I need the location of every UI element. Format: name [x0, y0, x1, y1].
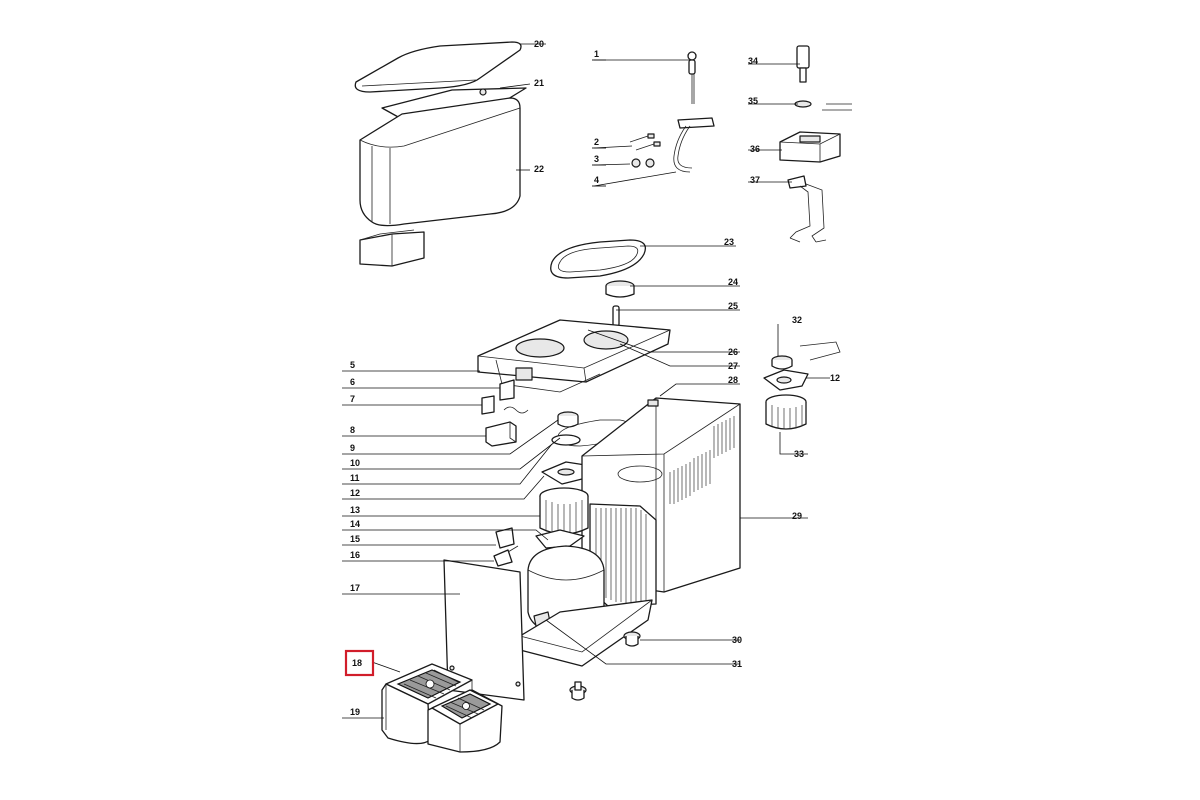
label-part-16: 16: [350, 550, 360, 560]
label-part-12: 12: [350, 488, 360, 498]
label-part-10: 10: [350, 458, 360, 468]
label-part-21: 21: [534, 78, 544, 88]
part-16-clip: [493, 545, 519, 567]
part-12-mount-right: [763, 369, 809, 391]
label-part-3: 3: [594, 154, 599, 164]
label-part-29: 29: [792, 511, 802, 521]
part-33-motor: [765, 394, 807, 430]
label-part-19: 19: [350, 707, 360, 717]
label-part-37: 37: [750, 175, 760, 185]
label-part-35: 35: [748, 96, 758, 106]
part-8-relay: [485, 421, 517, 447]
label-part-7: 7: [350, 394, 355, 404]
label-part-11: 11: [350, 473, 360, 483]
label-part-8: 8: [350, 425, 355, 435]
part-14-bracket: [535, 529, 585, 549]
label-part-23: 23: [724, 237, 734, 247]
part-5-base-plate: [477, 319, 671, 393]
part-23-seal: [550, 239, 647, 279]
part-30-foot: [623, 631, 641, 647]
part-20-lid: [354, 41, 522, 93]
part-9-pulley: [557, 411, 579, 428]
label-part-27: 27: [728, 361, 738, 371]
part-34-knob: [796, 45, 810, 83]
part-32-pulley: [771, 341, 841, 370]
label-part-2: 2: [594, 137, 599, 147]
part-2-screws: [629, 133, 661, 151]
label-part-32: 32: [792, 315, 802, 325]
label-part-5: 5: [350, 360, 355, 370]
label-part-17: 17: [350, 583, 360, 593]
part-24-cap: [605, 280, 635, 298]
label-part-18: 18: [352, 658, 362, 668]
part-1-rod: [687, 51, 697, 104]
label-part-22: 22: [534, 164, 544, 174]
part-36-housing: [779, 131, 841, 163]
part-15-clip: [495, 527, 515, 549]
part-3-nuts: [631, 158, 655, 168]
part-22-bowl: [359, 97, 521, 267]
part-17-panel: [443, 559, 525, 701]
part-4-tube: [673, 117, 715, 173]
label-part-34: 34: [748, 56, 758, 66]
label-part-13: 13: [350, 505, 360, 515]
tray-right: [427, 689, 503, 753]
part-35-washer: [794, 100, 852, 111]
part-labels: 1 2 3 4 5 6 7 8 9 10 11 12 13 14 15 16: [344, 39, 840, 717]
part-11-flange: [551, 434, 581, 446]
part-25-pin: [612, 305, 620, 327]
label-part-9: 9: [350, 443, 355, 453]
leader-lines: [342, 43, 830, 719]
label-part-26: 26: [728, 347, 738, 357]
label-part-33: 33: [794, 449, 804, 459]
label-part-14: 14: [350, 519, 360, 529]
label-part-36: 36: [750, 144, 760, 154]
label-part-30: 30: [732, 635, 742, 645]
part-13-motor: [539, 487, 589, 535]
part-18-highlight-box: [344, 649, 375, 677]
part-31-foot: [569, 681, 587, 701]
label-part-28: 28: [728, 375, 738, 385]
part-37-lever: [787, 175, 827, 243]
label-part-1: 1: [594, 49, 599, 59]
label-part-6: 6: [350, 377, 355, 387]
label-part-12-right: 12: [830, 373, 840, 383]
label-part-24: 24: [728, 277, 738, 287]
label-part-25: 25: [728, 301, 738, 311]
label-part-15: 15: [350, 534, 360, 544]
condenser-coil: [589, 503, 657, 607]
part-7-spring: [481, 395, 529, 415]
label-part-4: 4: [594, 175, 599, 185]
part-6-switch: [499, 379, 515, 401]
label-part-31: 31: [732, 659, 742, 669]
label-part-20: 20: [534, 39, 544, 49]
